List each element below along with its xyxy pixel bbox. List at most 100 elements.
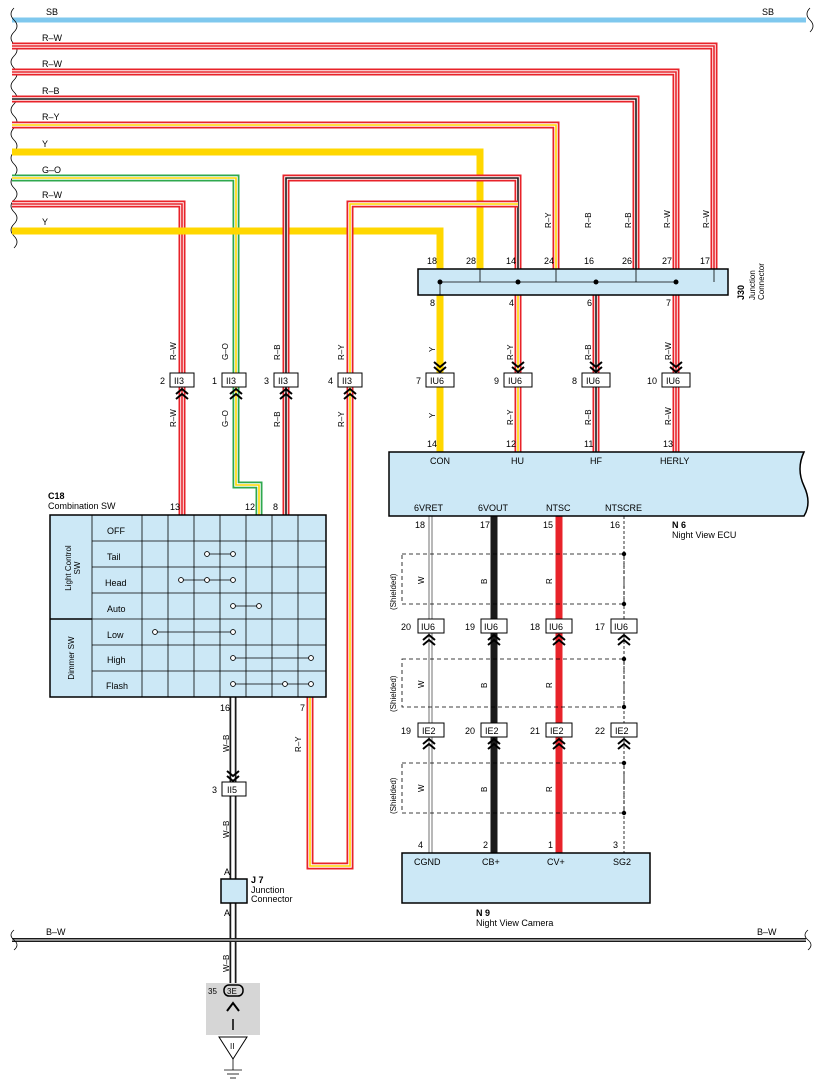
camera-pin-name: CGND [414,857,441,867]
wire-label: Y [428,346,437,352]
ground-connector-label: 3E [227,987,237,996]
pin-label: 17 [595,622,605,632]
arrow-stroke [175,387,189,395]
pin-label: 28 [466,256,476,266]
shield-label: (Shielded) [389,675,398,712]
wire-label: R–W [664,407,673,425]
ecu-pin-name: 6VOUT [478,503,509,513]
pin-label: 7 [416,376,421,386]
pin-label: 18 [530,622,540,632]
camera-pin-name: SG2 [613,857,631,867]
wire-label: R–W [702,210,711,228]
sb-label-right: SB [762,7,774,17]
wire-label: R–W [169,342,178,360]
arrow-stroke [552,737,566,745]
switch-contact [230,577,236,583]
ecu-pin-name: NTSC [546,503,571,513]
wire-segment [12,124,557,269]
connector-label: II3 [174,376,184,386]
shielded-sections: (Shielded) (Shielded) (Shielded) W B R W… [389,551,627,816]
wire-segment [12,42,718,269]
bw-bus: B–W B–W [10,927,812,951]
arrow-stroke [422,737,436,745]
wire-label: W–B [222,735,231,752]
pin-label: 2 [483,840,488,850]
arrow-stroke [229,387,243,395]
wire-label: R–Y [544,212,553,228]
ecu-code: N 6 [672,520,686,530]
wire-label: B [480,579,489,584]
wire-label: R–Y [294,736,303,752]
wire-label: R–B [273,344,282,360]
connector-arrow [422,633,436,646]
pin-label: 12 [506,439,516,449]
connector-arrow [589,361,603,374]
connector-arrow [552,737,566,750]
wire-label: W [417,784,426,792]
wires [12,42,718,990]
ground-point: 3E 35 II [206,983,260,1079]
pin-label: 3 [212,785,217,795]
switch-contact [230,551,236,557]
combination-switch: C18 Combination SW 13 12 8 16 7 Light Co… [48,491,327,713]
arrow-stroke [589,366,603,374]
switch-contact [178,577,184,583]
wire-label: W–B [222,821,231,838]
wire-label: R–Y [337,411,346,427]
j7-code: J 7 [251,875,264,885]
ii5-connector: II5 3 W–B W–B W–B R–Y [212,735,303,972]
pin-label: 14 [506,256,516,266]
wire-segment [12,177,260,515]
pin-label: 9 [494,376,499,386]
wire-segment [285,177,519,515]
arrow-stroke [422,742,436,750]
wire-label: R–W [42,59,63,69]
switch-contact [204,551,210,557]
switch-contact [308,655,314,661]
pin-label: 8 [273,502,278,512]
left-wire-labels: R–W R–W R–B R–Y Y G–O R–W Y [42,33,63,227]
wire-segment [12,44,716,269]
switch-row-label: Low [107,630,124,640]
connector-label: IE2 [485,726,499,736]
pin-label: 6 [587,298,592,308]
arrow-stroke [226,770,240,778]
wire-label: R–B [42,86,60,96]
connector-label: II3 [278,376,288,386]
camera-code: N 9 [476,908,490,918]
bw-label-left: B–W [46,927,66,937]
arrow-stroke [433,361,447,369]
connector-label: IU6 [421,622,435,632]
ii3-connectors: II3 2 II3 1 II3 3 II3 4 R–W G–O R–B R–Y … [160,342,363,427]
arrow-stroke [669,361,683,369]
wire-label: R–Y [506,344,515,360]
pin-label: 3 [264,376,269,386]
arrow-stroke [487,633,501,641]
switch-name: Combination SW [48,501,116,511]
connector-label: IU6 [430,376,444,386]
switch-contact [230,655,236,661]
wire-label: Y [428,412,437,418]
pin-label: 4 [418,840,423,850]
wire-label: Y [42,217,48,227]
arrow-stroke [422,633,436,641]
wire-label: R–B [273,411,282,427]
arrow-stroke [487,737,501,745]
switch-contact [230,629,236,635]
pin-label: 24 [544,256,554,266]
wire-label: Y [42,139,48,149]
ecu-pin-name: HERLY [660,456,689,466]
pin-label: 16 [610,520,620,530]
ecu-pin-name: HF [590,456,602,466]
pin-label: A [224,867,230,877]
switch-row-label: Head [105,578,127,588]
arrow-stroke [487,742,501,750]
wire-label: R–B [584,344,593,360]
wire-segment [12,203,183,515]
pin-label: 1 [548,840,553,850]
pin-label: 19 [401,726,411,736]
pin-label: 3 [613,840,618,850]
connector-label: IU6 [484,622,498,632]
pin-label: 17 [700,256,710,266]
switch-code: C18 [48,491,65,501]
